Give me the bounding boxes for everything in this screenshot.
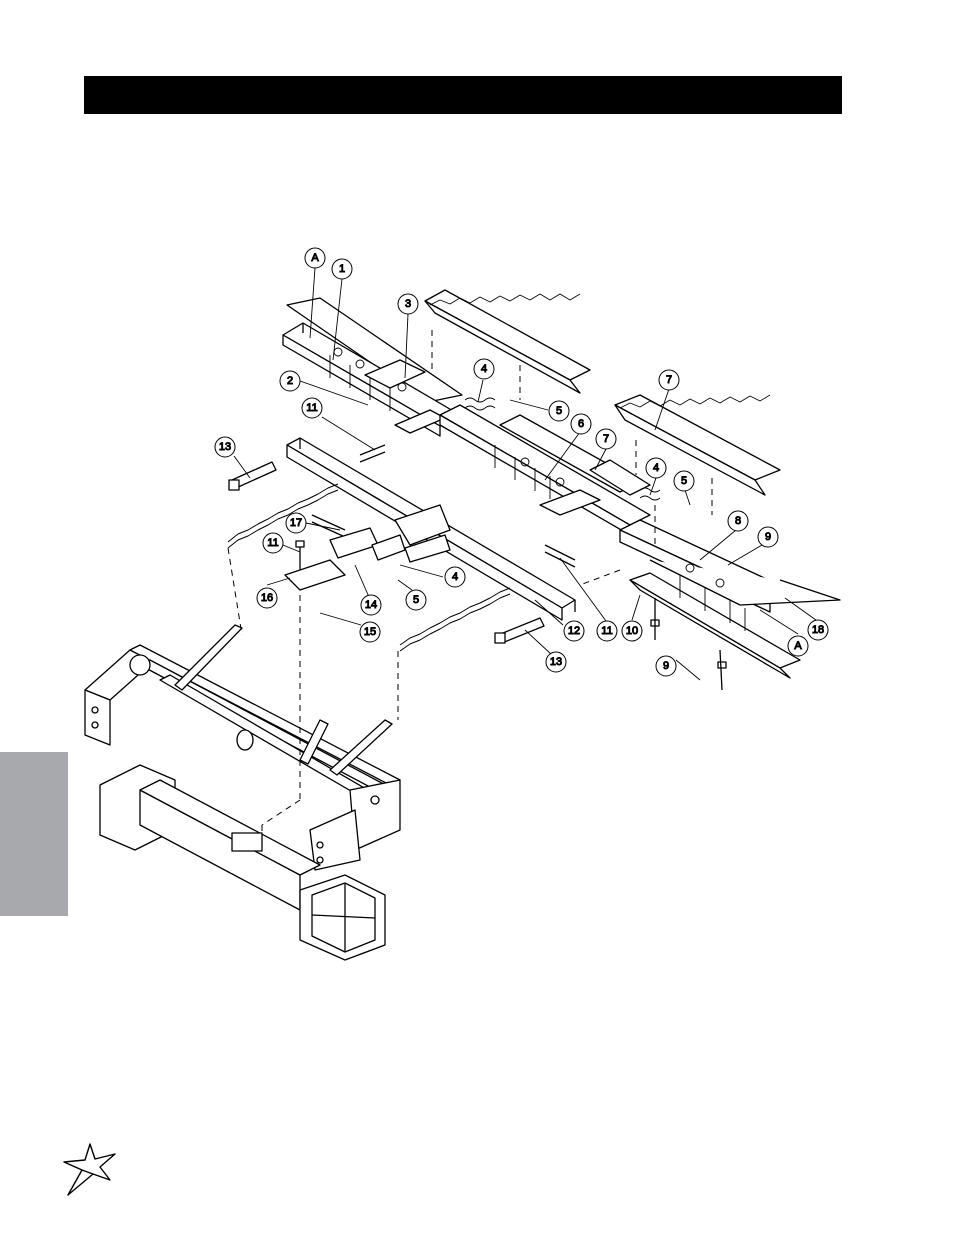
svg-text:11: 11: [267, 537, 278, 549]
callout-4-mid: 4: [444, 566, 466, 588]
svg-text:9: 9: [765, 531, 771, 543]
svg-text:7: 7: [666, 374, 672, 386]
callout-13-top: 13: [214, 436, 236, 458]
callout-A-bottom: A: [787, 635, 809, 657]
svg-text:4: 4: [481, 363, 487, 375]
callout-4-top: 4: [473, 358, 495, 380]
svg-text:4: 4: [653, 462, 659, 474]
callout-11-top: 11: [301, 397, 323, 419]
svg-text:A: A: [794, 640, 802, 652]
svg-text:7: 7: [603, 433, 609, 445]
callout-1: 1: [331, 258, 353, 280]
callout-2: 2: [279, 370, 301, 392]
svg-text:11: 11: [601, 625, 612, 637]
callout-7-mid: 7: [595, 428, 617, 450]
callout-10: 10: [621, 620, 643, 642]
chains: [227, 483, 511, 652]
svg-text:5: 5: [681, 475, 687, 487]
svg-text:14: 14: [365, 599, 377, 611]
svg-text:11: 11: [306, 402, 317, 414]
svg-text:18: 18: [812, 624, 824, 636]
svg-text:9: 9: [663, 660, 669, 672]
star-burst-logo-icon: [63, 1143, 116, 1196]
callout-4-right: 4: [645, 457, 667, 479]
svg-text:3: 3: [405, 298, 411, 310]
svg-text:5: 5: [413, 594, 419, 606]
axle-drum: [99, 764, 386, 961]
section-header-bar: [84, 76, 842, 114]
callouts: A 1 3 2 4 11 5 6 7 7 13 4 5 17 8 9 11 4 …: [214, 247, 829, 677]
right-blade-assembly: [439, 394, 781, 536]
svg-text:13: 13: [550, 656, 562, 668]
svg-text:5: 5: [556, 405, 562, 417]
svg-text:12: 12: [568, 625, 580, 637]
svg-text:17: 17: [290, 517, 302, 529]
callout-5-top: 5: [548, 400, 570, 422]
bolts: [228, 444, 576, 644]
callout-6: 6: [570, 413, 592, 435]
callout-9-top: 9: [757, 526, 779, 548]
clevis-plate: [284, 527, 406, 591]
svg-text:1: 1: [339, 263, 345, 275]
svg-text:16: 16: [261, 592, 273, 604]
callout-5-right: 5: [673, 470, 695, 492]
svg-text:13: 13: [219, 441, 231, 453]
section-side-tab: [0, 752, 68, 916]
center-beam: [286, 437, 576, 621]
left-blade-assembly: [282, 289, 591, 437]
hitch-frame: [84, 624, 401, 871]
callout-13-bottom: 13: [545, 651, 567, 673]
svg-text:8: 8: [735, 515, 741, 527]
lower-right-blade: [619, 519, 841, 691]
svg-text:A: A: [311, 252, 319, 264]
callout-12: 12: [563, 620, 585, 642]
callout-A-top: A: [304, 247, 326, 269]
assembly-guide-lines: [227, 330, 713, 840]
leader-lines: [233, 267, 817, 681]
callout-3: 3: [397, 293, 419, 315]
svg-text:6: 6: [578, 418, 584, 430]
svg-text:15: 15: [364, 626, 376, 638]
callout-9-bottom: 9: [655, 655, 677, 677]
callout-5-mid: 5: [405, 589, 427, 611]
svg-text:2: 2: [287, 375, 293, 387]
callout-11-right: 11: [596, 620, 618, 642]
springs: [464, 397, 661, 501]
callout-14: 14: [360, 594, 382, 616]
callout-15: 15: [359, 621, 381, 643]
callout-7-right: 7: [658, 369, 680, 391]
callout-11-mid: 11: [262, 532, 284, 554]
svg-text:4: 4: [452, 571, 458, 583]
callout-17: 17: [285, 512, 307, 534]
callout-16: 16: [256, 587, 278, 609]
callout-18: 18: [807, 619, 829, 641]
callout-8: 8: [727, 510, 749, 532]
svg-text:10: 10: [626, 625, 638, 637]
